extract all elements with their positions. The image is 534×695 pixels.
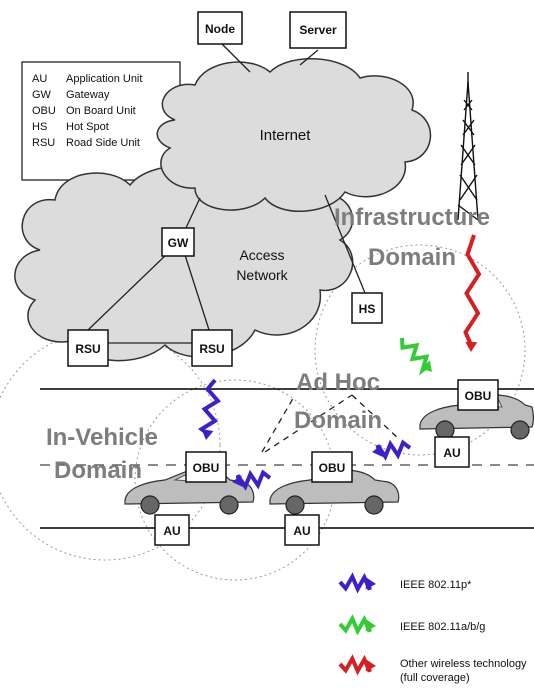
obu-left-box: OBU <box>185 451 227 483</box>
wireless-link-adhoc-obu <box>372 439 412 461</box>
abbr-rsu: RSU <box>32 137 55 149</box>
legend-icon-80211abg <box>338 614 376 636</box>
link-node-internet <box>219 41 251 73</box>
internet-label: Internet <box>260 127 312 144</box>
node-label: Node <box>205 22 235 36</box>
abbr-au-meaning: Application Unit <box>66 73 142 85</box>
link-gw-rsu-left <box>87 252 169 331</box>
obu-middle-box: OBU <box>311 451 353 483</box>
legend-label-other-coverage: (full coverage) <box>400 672 470 684</box>
abbr-obu: OBU <box>32 105 56 117</box>
legend-label-other: Other wireless technology <box>400 658 527 670</box>
abbr-gw: GW <box>32 89 52 101</box>
rsu-left-box: RSU <box>67 329 109 367</box>
access-network-label-line2: Network <box>236 267 288 283</box>
in-vehicle-domain-label-line2: Domain <box>54 457 142 484</box>
abbreviation-key-frame <box>21 61 181 181</box>
wireless-link-rsu-obu <box>197 378 222 440</box>
obu-right-label: OBU <box>465 389 492 403</box>
link-internet-hs <box>324 194 366 294</box>
legend: IEEE 802.11p* IEEE 802.11a/b/g Other wir… <box>338 572 527 684</box>
abbr-au: AU <box>32 73 47 85</box>
rsu-left-label: RSU <box>75 342 100 356</box>
node-box: Node <box>197 11 243 45</box>
abbr-hs: HS <box>32 121 47 133</box>
rsu-right-box: RSU <box>191 329 233 367</box>
au-middle-label: AU <box>293 524 310 538</box>
car-icon <box>419 394 534 440</box>
wireless-links <box>197 234 482 491</box>
gw-box: GW <box>161 227 195 257</box>
au-left-label: AU <box>163 524 180 538</box>
au-right-label: AU <box>443 446 460 460</box>
internet-cloud-shape <box>156 57 432 213</box>
obu-middle-label: OBU <box>319 461 346 475</box>
legend-icons <box>338 572 376 676</box>
wireless-link-hs-obu <box>400 337 432 376</box>
rsu-right-label: RSU <box>199 342 224 356</box>
au-middle-box: AU <box>284 514 320 546</box>
legend-icon-other <box>338 654 376 676</box>
obu-left-label: OBU <box>193 461 220 475</box>
adhoc-domain-label-line2: Domain <box>294 407 382 434</box>
gw-label: GW <box>168 236 189 250</box>
wireless-link-obu-obu <box>232 469 272 491</box>
server-box: Server <box>289 11 347 49</box>
hs-label: HS <box>359 302 376 316</box>
adhoc-domain-label-line1: Ad Hoc <box>296 369 380 396</box>
link-internet-gw <box>184 197 201 231</box>
infrastructure-domain-halo <box>314 244 526 456</box>
abbreviation-key: AU Application Unit GW Gateway OBU On Bo… <box>21 61 181 181</box>
legend-label-80211p: IEEE 802.11p* <box>400 579 472 591</box>
abbr-obu-meaning: On Board Unit <box>66 105 136 117</box>
infrastructure-domain-label-line2: Domain <box>368 244 456 271</box>
radio-tower-icon <box>457 72 479 221</box>
legend-label-80211abg: IEEE 802.11a/b/g <box>400 621 485 633</box>
internet-cloud <box>156 57 432 213</box>
link-gw-rsu-right <box>184 254 211 334</box>
hs-box: HS <box>351 292 383 324</box>
abbr-hs-meaning: Hot Spot <box>66 121 109 133</box>
link-server-internet <box>299 49 319 66</box>
au-right-box: AU <box>434 436 470 468</box>
wireless-link-tower-obu <box>463 234 482 352</box>
server-label: Server <box>299 23 337 37</box>
access-network-label-line1: Access <box>239 247 284 263</box>
obu-right-box: OBU <box>457 379 499 411</box>
abbr-rsu-meaning: Road Side Unit <box>66 137 140 149</box>
infrastructure-domain-label-line1: Infrastructure <box>334 204 490 231</box>
in-vehicle-domain-label-line1: In-Vehicle <box>46 424 158 451</box>
au-left-box: AU <box>154 514 190 546</box>
legend-icon-80211p <box>338 572 376 594</box>
abbr-gw-meaning: Gateway <box>66 89 110 101</box>
